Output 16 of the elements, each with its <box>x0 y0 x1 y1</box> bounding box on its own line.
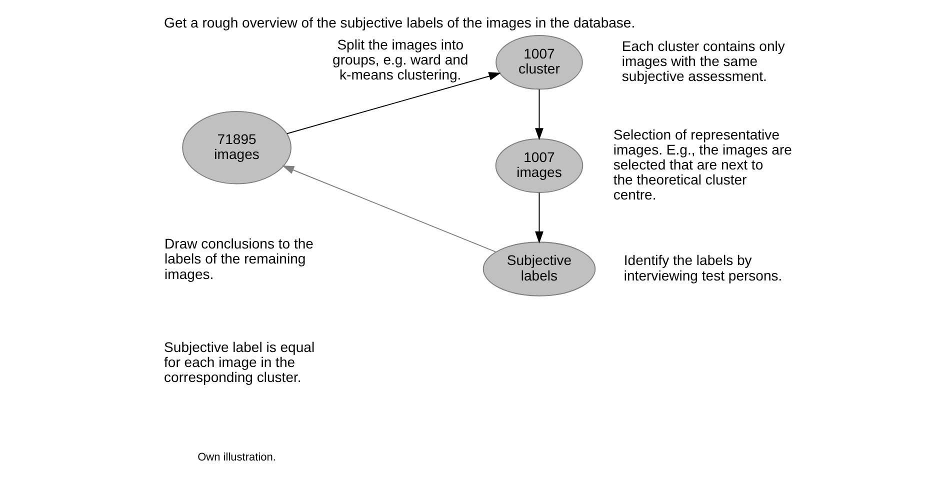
node-label: Selection of representative images. E.g., the images are selected that are next to the theoretical cluster centre. <box>612 126 792 202</box>
node-label: Identify the labels by interviewing test persons. <box>623 252 782 284</box>
caption: Own illustration. <box>197 452 276 464</box>
node-ellipse: 1007 cluster <box>495 34 582 90</box>
arrow <box>286 72 500 134</box>
arrow <box>534 192 543 244</box>
node-ellipse: 1007 images <box>494 138 583 193</box>
node-ellipse: Subjective labels <box>482 242 596 296</box>
node-ellipse: 71895 images <box>182 110 291 184</box>
arrow <box>282 165 496 252</box>
arrow <box>534 89 543 140</box>
edge-label: Split the images into groups, e.g. ward and k-means clustering. <box>332 36 468 83</box>
label: Draw conclusions to the labels of the remaining images. <box>164 236 314 282</box>
node-label: Each cluster contains only images with the same subjective assessment. <box>621 38 784 84</box>
diagram-title: Get a rough overview of the subjective labels of the images in the database. <box>164 14 635 30</box>
label: Subjective label is equal for each image in the corresponding cluster. <box>164 339 314 386</box>
